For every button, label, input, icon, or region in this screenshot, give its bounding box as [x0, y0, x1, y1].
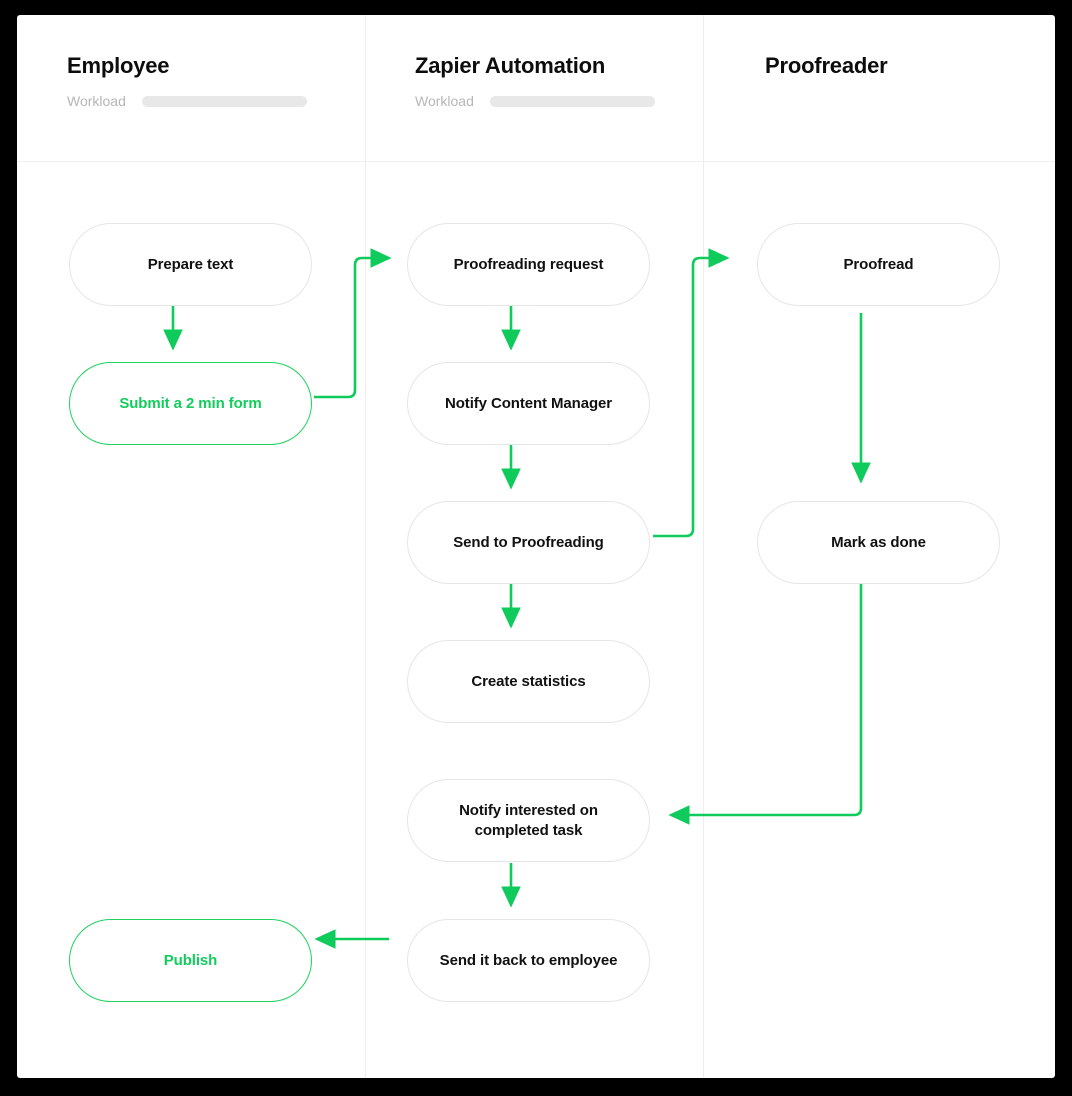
column-title-proofreader: Proofreader: [765, 53, 888, 78]
node-proofreading-request[interactable]: Proofreading request: [407, 223, 650, 306]
node-prepare-text[interactable]: Prepare text: [69, 223, 312, 306]
column-divider-2: [703, 15, 704, 1078]
node-notify-interested[interactable]: Notify interested on completed task: [407, 779, 650, 862]
column-header-proofreader: Proofreader: [765, 53, 888, 79]
workload-label-zapier-automation: Workload: [415, 93, 474, 109]
column-header-employee: Employee Workload: [67, 53, 307, 109]
column-header-zapier-automation: Zapier Automation Workload: [415, 53, 655, 109]
connector-mark-as-done-to-notify-interested: [668, 584, 863, 825]
workload-label-employee: Workload: [67, 93, 126, 109]
node-submit-form[interactable]: Submit a 2 min form: [69, 362, 312, 445]
connector-submit-form-to-proofreading-request: [314, 248, 392, 399]
workload-zapier-automation: Workload: [415, 93, 655, 109]
workload-track-employee: [141, 95, 307, 107]
workflow-card: Employee Workload Zapier Automation Work…: [17, 15, 1055, 1078]
workload-track-zapier-automation: [489, 95, 655, 107]
node-create-statistics[interactable]: Create statistics: [407, 640, 650, 723]
node-send-back-employee[interactable]: Send it back to employee: [407, 919, 650, 1002]
workload-employee: Workload: [67, 93, 307, 109]
node-notify-content-manager[interactable]: Notify Content Manager: [407, 362, 650, 445]
node-publish[interactable]: Publish: [69, 919, 312, 1002]
node-send-to-proofreading[interactable]: Send to Proofreading: [407, 501, 650, 584]
header-divider: [17, 161, 1055, 162]
column-divider-1: [365, 15, 366, 1078]
node-proofread[interactable]: Proofread: [757, 223, 1000, 306]
column-title-zapier-automation: Zapier Automation: [415, 53, 606, 78]
connector-send-to-proofreading-to-proofread: [653, 248, 730, 538]
node-mark-as-done[interactable]: Mark as done: [757, 501, 1000, 584]
column-title-employee: Employee: [67, 53, 170, 78]
